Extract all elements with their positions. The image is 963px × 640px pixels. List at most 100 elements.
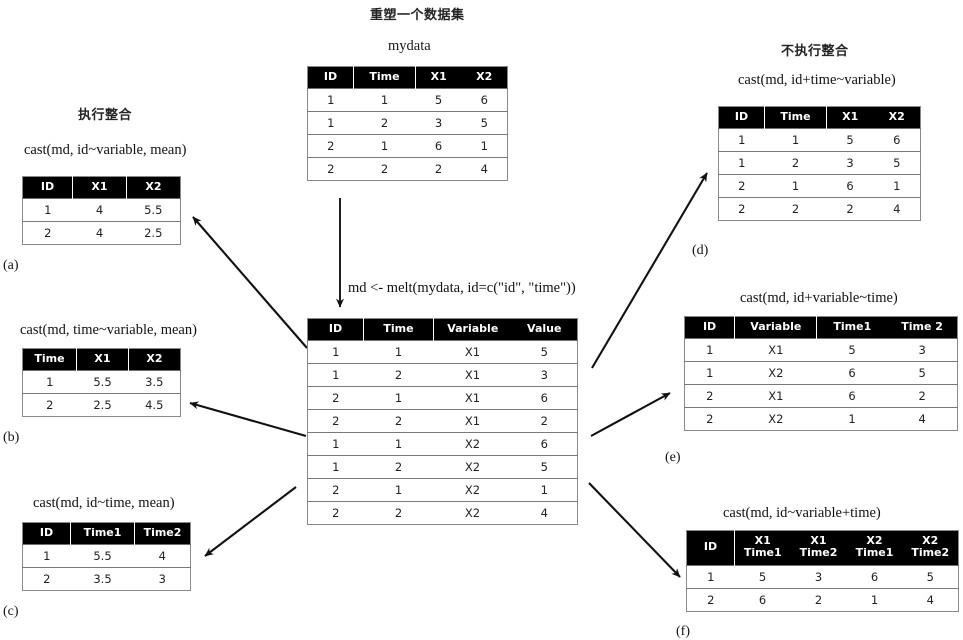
- cell: 1: [307, 340, 364, 364]
- cell: 4: [511, 501, 578, 525]
- cell: 1: [846, 587, 903, 612]
- col-header: Time2: [134, 522, 191, 545]
- cell: 6: [415, 134, 462, 158]
- cell: 1: [816, 407, 888, 431]
- cell: 1: [718, 128, 765, 152]
- cell: 1: [718, 151, 765, 175]
- cell: 2: [307, 386, 364, 410]
- col-header: Time: [22, 348, 77, 371]
- table-row: 2 X1 6 2: [684, 384, 958, 408]
- table-header-row: ID Time X1 X2: [307, 66, 508, 89]
- cell: 5: [461, 111, 508, 135]
- cell: 1: [22, 370, 77, 394]
- cell: 4: [887, 407, 958, 431]
- cell: 1: [363, 340, 434, 364]
- cell: 2: [790, 587, 847, 612]
- panel-e-table-wrap: ID Variable Time1 Time 2 1 X1 5 3 1 X2 6: [684, 316, 958, 432]
- col-header: X1 Time2: [790, 530, 847, 566]
- col-header-bottom: Time2: [911, 546, 950, 560]
- col-header-top: ID: [703, 540, 718, 554]
- panel-b-label: (b): [3, 430, 20, 445]
- table-row: 1 X1 5 3: [684, 338, 958, 362]
- cell: 2: [826, 197, 874, 221]
- panel-e-label: (e): [665, 450, 681, 465]
- table-row: 1 5.5 4: [22, 544, 191, 568]
- cell: 2: [415, 157, 462, 181]
- cell: 6: [461, 88, 508, 112]
- right-section-title: 不执行整合: [781, 44, 849, 59]
- cell: 5: [826, 128, 874, 152]
- col-header-bottom: Time2: [799, 546, 838, 560]
- col-header-top: X1: [754, 534, 771, 547]
- col-header: ID: [718, 106, 765, 129]
- cell: 5.5: [76, 370, 129, 394]
- panel-a-table: ID X1 X2 1 4 5.5 2 4 2.5: [22, 176, 181, 246]
- cell: 2: [684, 407, 735, 431]
- table-header-row: ID Time X1 X2: [718, 106, 921, 129]
- col-header: X2 Time1: [846, 530, 903, 566]
- cell: X2: [734, 407, 817, 431]
- table-row: 1 2 3 5: [718, 151, 921, 175]
- cell: 2: [511, 409, 578, 433]
- arrow-to-e: [590, 392, 671, 437]
- cell: 2: [764, 151, 827, 175]
- col-header: X1: [415, 66, 462, 89]
- col-header: X1 Time1: [734, 530, 791, 566]
- mydata-table: ID Time X1 X2 1 1 5 6 1 2 3 5: [307, 66, 508, 182]
- cell: 1: [686, 564, 735, 589]
- cell: 1: [307, 111, 354, 135]
- col-header: ID: [307, 318, 364, 341]
- cell: 5: [511, 455, 578, 479]
- cell: 1: [307, 363, 364, 387]
- cell: 6: [816, 361, 888, 385]
- cell: 2: [363, 363, 434, 387]
- cell: 3: [887, 338, 958, 362]
- cell: 2: [363, 409, 434, 433]
- table-row: 1 4 5.5: [22, 198, 181, 222]
- cell: 5: [511, 340, 578, 364]
- cell: 4: [902, 587, 959, 612]
- cell: 4: [72, 221, 127, 245]
- col-header: X1: [76, 348, 129, 371]
- cell: 3: [134, 567, 191, 591]
- cell: X1: [433, 340, 512, 364]
- cell: 4: [461, 157, 508, 181]
- mydata-caption: mydata: [388, 38, 431, 54]
- panel-d-table-wrap: ID Time X1 X2 1 1 5 6 1 2 3 5: [718, 106, 921, 222]
- col-header: Time 2: [887, 316, 958, 339]
- col-header: Time1: [70, 522, 135, 545]
- cell: 6: [826, 174, 874, 198]
- arrow-to-f: [588, 482, 681, 578]
- panel-d-code: cast(md, id+time~variable): [738, 72, 896, 88]
- cell: 2: [686, 587, 735, 612]
- table-row: 2 2 2 4: [718, 197, 921, 221]
- table-row: 1 5 3 6 5: [686, 564, 959, 589]
- col-header: Time: [764, 106, 827, 129]
- cell: 1: [353, 88, 416, 112]
- cell: X2: [433, 455, 512, 479]
- panel-f-table: ID X1 Time1 X1 Time2 X2 Time1: [686, 530, 959, 612]
- panel-a-table-wrap: ID X1 X2 1 4 5.5 2 4 2.5: [22, 176, 181, 246]
- cell: 5.5: [126, 198, 181, 222]
- col-header: Time1: [816, 316, 888, 339]
- col-header: X1: [72, 176, 127, 199]
- table-row: 1 5.5 3.5: [22, 370, 181, 394]
- panel-f-table-wrap: ID X1 Time1 X1 Time2 X2 Time1: [686, 530, 959, 612]
- cell: 5.5: [70, 544, 135, 568]
- col-header: Variable: [734, 316, 817, 339]
- col-header-top: X2: [922, 534, 939, 547]
- cell: 3.5: [128, 370, 181, 394]
- cell: X1: [433, 363, 512, 387]
- col-header: Time: [363, 318, 434, 341]
- arrow-to-c: [204, 486, 297, 557]
- panel-d-label: (d): [692, 243, 709, 258]
- cell: 3: [826, 151, 874, 175]
- cell: 3.5: [70, 567, 135, 591]
- cell: 1: [307, 432, 364, 456]
- cell: 1: [511, 478, 578, 502]
- cell: 3: [790, 564, 847, 589]
